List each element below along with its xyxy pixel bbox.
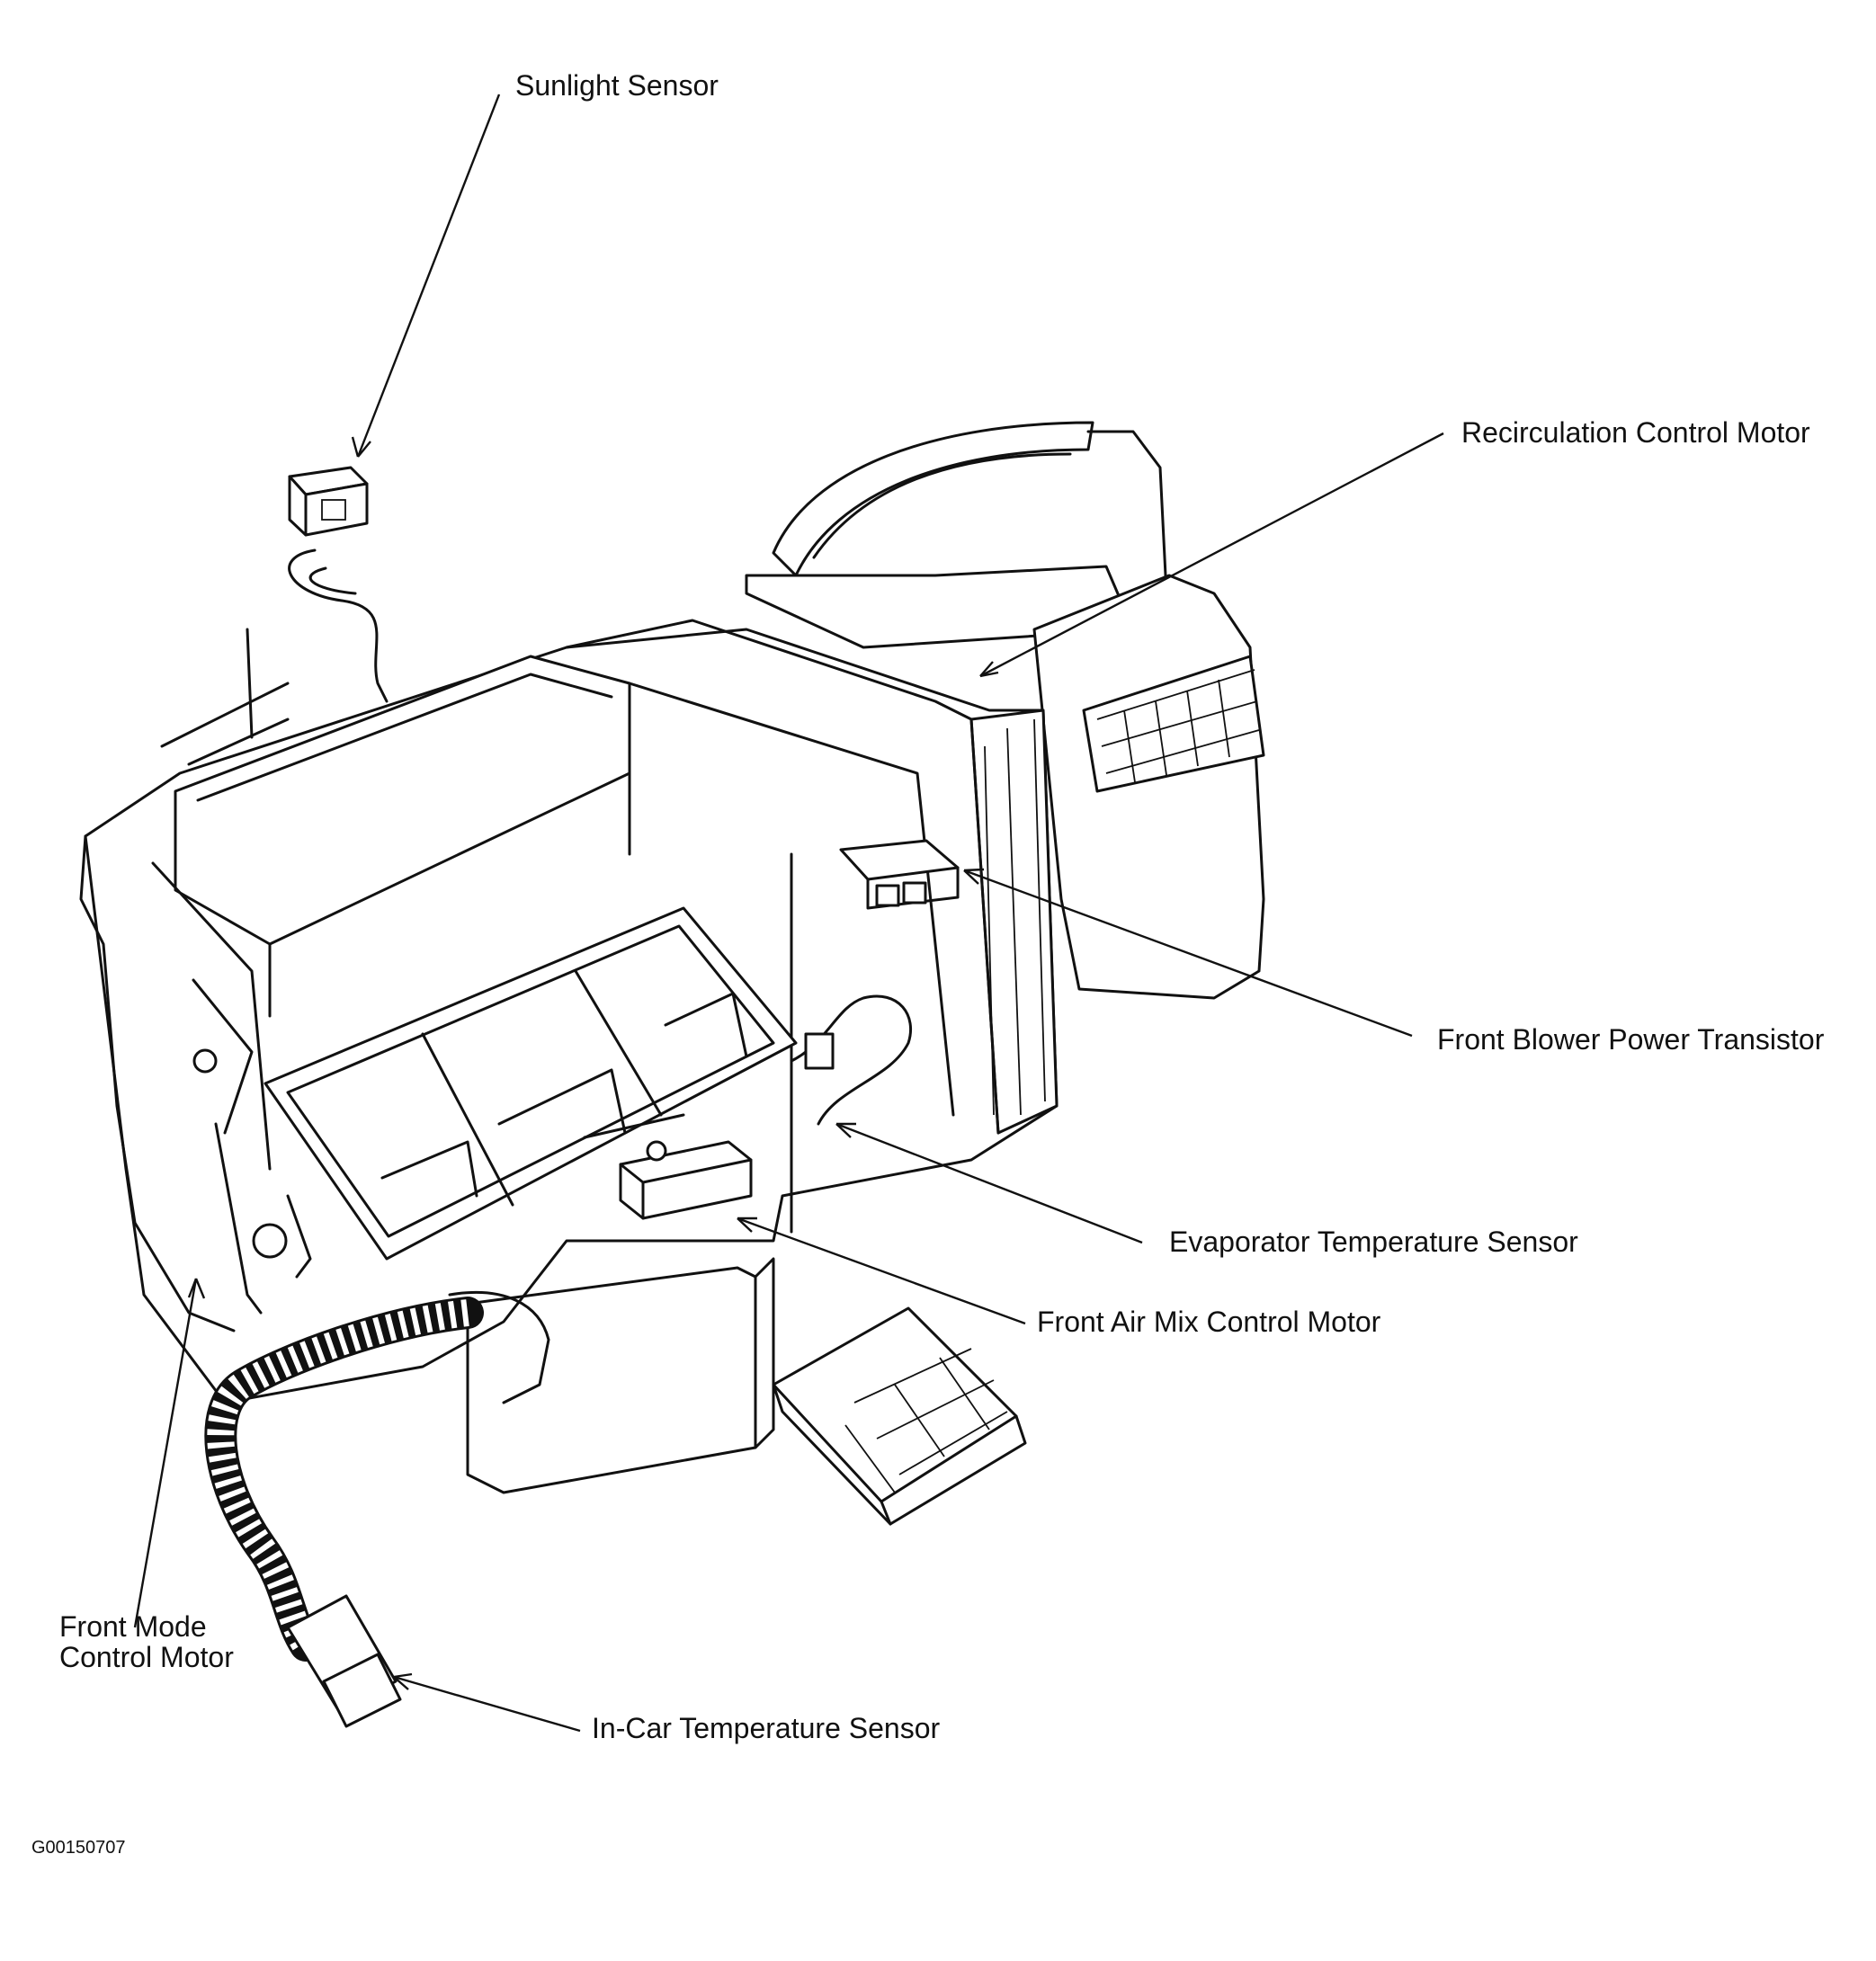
front-outlet-grid — [264, 906, 798, 1261]
sunlight-sensor-part — [288, 466, 369, 537]
label-front-air-mix-control-motor: Front Air Mix Control Motor — [1037, 1306, 1381, 1338]
leader-air-mix-motor — [737, 1217, 1026, 1325]
upper-outlet — [174, 655, 631, 1018]
arrow-recirculation-motor — [979, 661, 999, 678]
leader-lines — [133, 94, 1444, 1733]
blower-housing — [1032, 574, 1265, 1000]
figure-code: G00150707 — [31, 1838, 126, 1858]
power-transistor-part — [839, 839, 960, 910]
arrow-evaporator-sensor — [835, 1122, 856, 1138]
leader-evaporator-sensor — [835, 1122, 1143, 1244]
separate-module — [772, 1306, 1027, 1526]
arrow-sunlight-sensor — [351, 436, 371, 458]
air-mix-motor-part — [583, 1113, 753, 1220]
leader-in-car-sensor — [393, 1675, 581, 1733]
leader-sunlight-sensor — [356, 94, 501, 458]
leader-mode-motor — [133, 1278, 198, 1628]
arrow-air-mix-motor — [737, 1217, 757, 1233]
arrow-mode-motor — [187, 1278, 206, 1299]
label-evaporator-temperature-sensor: Evaporator Temperature Sensor — [1169, 1226, 1578, 1258]
label-front-mode-control-motor: Front Mode Control Motor — [59, 1610, 234, 1673]
arrow-power-transistor — [963, 868, 985, 885]
wire-harness — [204, 1290, 550, 1728]
leader-power-transistor — [963, 869, 1413, 1038]
leader-recirculation-motor — [979, 432, 1444, 678]
label-in-car-temperature-sensor: In-Car Temperature Sensor — [592, 1712, 941, 1744]
label-recirculation-control-motor: Recirculation Control Motor — [1461, 416, 1810, 449]
label-sunlight-sensor: Sunlight Sensor — [515, 69, 719, 102]
arrow-in-car-sensor — [393, 1672, 413, 1690]
label-front-blower-power-transistor: Front Blower Power Transistor — [1437, 1023, 1825, 1056]
mode-motor-linkage — [79, 834, 312, 1333]
